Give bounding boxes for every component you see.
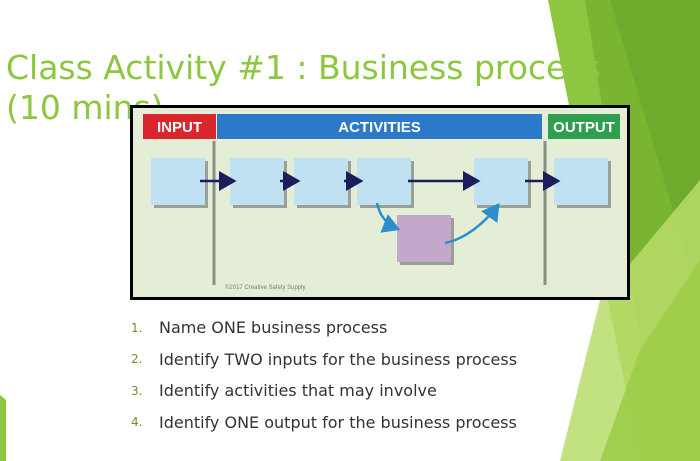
sub-activity-box: [397, 215, 451, 262]
input-header: INPUT: [157, 119, 202, 136]
list-item: 4. Identify ONE output for the business …: [131, 407, 591, 439]
list-item: 2. Identify TWO inputs for the business …: [131, 344, 591, 376]
image-credit: ©2017 Creative Safety Supply: [225, 284, 305, 291]
curved-arrow-up: [444, 202, 500, 245]
input-header-bg: [143, 114, 216, 139]
activity-box-3: [357, 158, 411, 205]
output-box: [554, 158, 608, 205]
list-text: Identify ONE output for the business pro…: [159, 412, 517, 432]
activities-header-bg: [217, 114, 542, 139]
activity-box-2: [294, 158, 348, 205]
list-text: Identify TWO inputs for the business pro…: [159, 349, 518, 369]
output-header: OUTPUT: [553, 119, 615, 136]
list-number: 4.: [131, 415, 143, 430]
output-header-bg: [548, 114, 620, 139]
activity-box-4: [474, 158, 528, 205]
list-item: 3. Identify activities that may involve: [131, 375, 591, 407]
list-text: Identify activities that may involve: [159, 381, 437, 401]
list-number: 3.: [131, 383, 143, 398]
input-box: [151, 158, 205, 205]
list-text: Name ONE business process: [159, 318, 388, 338]
list-number: 1.: [131, 320, 143, 335]
list-item: 1. Name ONE business process: [131, 312, 591, 344]
activity-box-1: [230, 158, 284, 205]
curved-arrow-down: [375, 202, 401, 233]
list-number: 2.: [131, 352, 143, 367]
business-process-diagram: INPUT ACTIVITIES OUTPUT: [130, 105, 630, 300]
activities-header: ACTIVITIES: [338, 119, 421, 136]
task-list: 1. Name ONE business process 2. Identify…: [131, 312, 591, 438]
